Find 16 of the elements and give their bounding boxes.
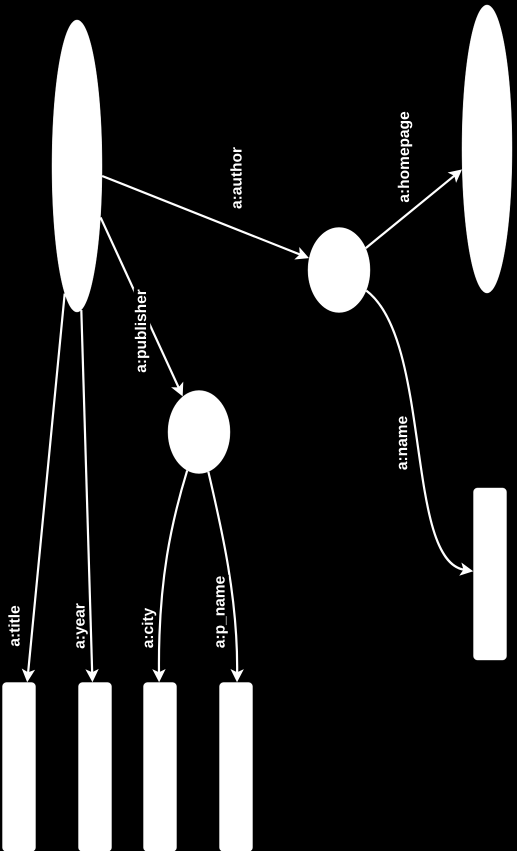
edge-label: a:homepage: [396, 110, 414, 204]
edge-label: a:p_name: [215, 574, 229, 650]
ellipse-node: [462, 4, 512, 294]
box-node: [219, 682, 253, 851]
ellipse-node: [52, 20, 102, 312]
box-node: [473, 488, 507, 660]
box-node: [78, 682, 112, 851]
edge-label: a:author: [229, 146, 243, 210]
ellipse-node: [168, 390, 230, 474]
box-node: [2, 682, 36, 851]
edge-label: a:city: [140, 606, 158, 650]
edge-label: a:year: [75, 602, 89, 650]
edge-label: a:title: [7, 604, 21, 648]
ellipse-node: [308, 227, 370, 313]
edge-label: a:publisher: [134, 288, 150, 374]
box-node: [143, 682, 177, 851]
